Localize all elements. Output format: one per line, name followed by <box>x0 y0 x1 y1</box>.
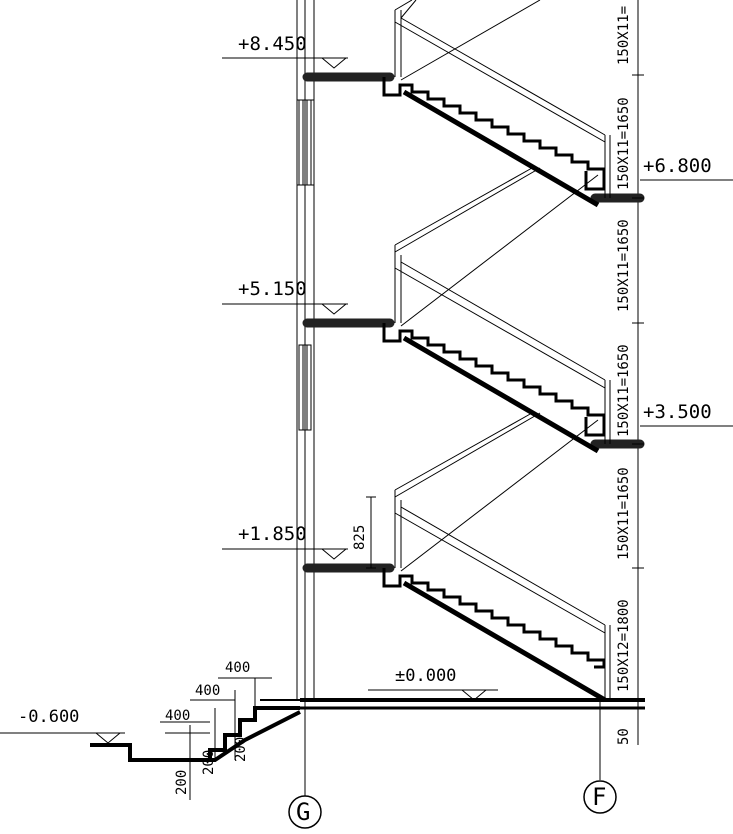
handrails <box>366 0 611 700</box>
step-dim-200-c: 200 <box>233 737 249 762</box>
flight-dim-3: 150X11=1650 <box>616 219 632 312</box>
step-dim-400-b: 400 <box>195 683 220 699</box>
axis-f-label: F <box>592 783 606 811</box>
step-dim-400-c: 400 <box>165 708 190 724</box>
level-3500-label: +3.500 <box>643 401 712 423</box>
grid-bubbles <box>288 780 617 829</box>
dim-50: 50 <box>616 728 632 745</box>
left-wall <box>296 0 315 700</box>
dimension-chain-right <box>632 74 644 709</box>
level-5150-label: +5.150 <box>238 278 307 300</box>
elevation-markers <box>0 57 733 744</box>
dim-825: 825 <box>352 525 368 550</box>
step-dim-400-a: 400 <box>225 660 250 676</box>
step-dim-200-a: 200 <box>174 770 190 795</box>
flight-dim-top: 150X11= <box>616 6 632 65</box>
flight-dim-4: 150X11=1650 <box>616 344 632 437</box>
grid-axis-lines <box>304 0 639 796</box>
axis-g-label: G <box>296 798 310 826</box>
level-0000-label: ±0.000 <box>395 666 456 686</box>
entrance-steps <box>0 677 301 800</box>
level-1850-label: +1.850 <box>238 523 307 545</box>
level-minus0600-label: -0.600 <box>18 707 79 727</box>
flight-middle <box>382 323 606 437</box>
landing-slabs <box>302 72 645 573</box>
stair-flights <box>382 77 607 703</box>
ground-floor-slab <box>260 698 645 710</box>
flight-upper <box>382 77 606 191</box>
flight-lower <box>382 568 606 669</box>
level-6800-label: +6.800 <box>643 155 712 177</box>
flight-dim-5: 150X11=1650 <box>616 467 632 560</box>
axis-g-bubble <box>288 795 322 829</box>
flight-dim-6: 150X12=1800 <box>616 599 632 692</box>
level-8450-label: +8.450 <box>238 33 307 55</box>
step-dim-200-b: 200 <box>201 750 217 775</box>
axis-f-bubble <box>583 780 617 814</box>
flight-dim-2: 150X11=1650 <box>616 97 632 190</box>
